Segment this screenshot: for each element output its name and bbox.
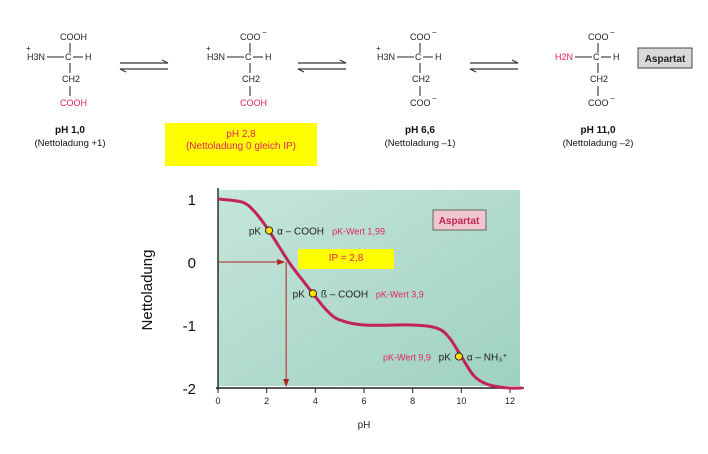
amino-group: H3N <box>27 52 45 62</box>
equilibrium-arrow <box>119 59 169 73</box>
top-carboxyl-group: COO <box>240 32 261 42</box>
alpha-carbon: C <box>593 52 600 62</box>
x-tick-label: 6 <box>361 396 366 406</box>
structure-ph-label: pH 11,0 <box>580 125 615 136</box>
equilibrium-arrow <box>297 59 347 73</box>
aspartat-badge-top: Aspartat <box>637 47 693 69</box>
pk-value-label: pK-Wert 3,9 <box>376 290 424 300</box>
amino-group: H2N <box>555 52 573 62</box>
structure-net-charge-label: (Nettoladung –1) <box>385 138 456 149</box>
pk-value-label: pK-Wert 1,99 <box>332 227 385 237</box>
charge-sign: + <box>206 44 211 53</box>
hydrogen: H <box>85 52 92 62</box>
y-tick-label: -1 <box>183 318 196 335</box>
y-tick-label: 0 <box>188 255 196 272</box>
top-carboxyl-group: COOH <box>60 32 87 42</box>
pk-group-label: α – COOH <box>277 227 324 238</box>
charge-sign: − <box>262 28 267 37</box>
ch2-group: CH2 <box>412 74 430 84</box>
ip-label: IP = 2,8 <box>328 253 364 264</box>
pk-group-label: α – NH₃⁺ <box>467 353 508 364</box>
charge-sign: − <box>432 94 437 103</box>
pk-label: pK <box>249 227 262 238</box>
structure-net-charge-label: (Nettoladung –2) <box>563 138 634 149</box>
pk-label: pK <box>293 290 306 301</box>
x-axis-label: pH <box>358 420 371 431</box>
structure-net-charge-label: (Nettoladung +1) <box>34 138 105 149</box>
amino-group: H3N <box>207 52 225 62</box>
pk-point-marker <box>265 226 274 235</box>
pk-point-marker <box>454 352 463 361</box>
ip-highlight-box: pH 2,8 (Nettoladung 0 gleich IP) <box>165 123 317 166</box>
structure-net-charge-label: (Nettoladung 0 gleich IP) <box>185 141 297 152</box>
alpha-carbon: C <box>245 52 252 62</box>
ch2-group: CH2 <box>242 74 260 84</box>
structure-ph-label: pH 6,6 <box>405 125 435 136</box>
pk-label: pK <box>439 353 452 364</box>
top-carboxyl-group: COO <box>410 32 431 42</box>
alpha-carbon: C <box>415 52 422 62</box>
pk-group-label: ß – COOH <box>321 290 368 301</box>
aspartat-badge-chart: Aspartat <box>432 209 487 231</box>
hydrogen: H <box>435 52 442 62</box>
equilibrium-arrow <box>469 59 519 73</box>
pk-point-marker <box>308 289 317 298</box>
structure-ph-label: pH 1,0 <box>55 125 85 136</box>
x-tick-label: 4 <box>313 396 318 406</box>
charge-sign: − <box>610 94 615 103</box>
structure-ph-label: pH 2,8 <box>226 129 256 140</box>
x-tick-label: 8 <box>410 396 415 406</box>
charge-sign: − <box>432 28 437 37</box>
charge-sign: + <box>376 44 381 53</box>
hydrogen: H <box>265 52 272 62</box>
charge-sign: − <box>610 28 615 37</box>
alpha-carbon: C <box>65 52 72 62</box>
amino-group: H3N <box>377 52 395 62</box>
y-axis-label: Nettoladung <box>139 250 156 331</box>
y-tick-label: 1 <box>188 192 196 209</box>
y-tick-label: -2 <box>183 381 196 398</box>
x-tick-label: 10 <box>456 396 466 406</box>
top-carboxyl-group: COO <box>588 32 609 42</box>
ch2-group: CH2 <box>62 74 80 84</box>
svg-text:Aspartat: Aspartat <box>439 216 480 227</box>
side-chain-carboxyl-group: COO <box>588 98 609 108</box>
x-tick-label: 12 <box>505 396 515 406</box>
x-tick-label: 0 <box>215 396 220 406</box>
hydrogen: H <box>613 52 620 62</box>
side-chain-carboxyl-group: COOH <box>60 98 87 108</box>
side-chain-carboxyl-group: COO <box>410 98 431 108</box>
ch2-group: CH2 <box>590 74 608 84</box>
svg-text:Aspartat: Aspartat <box>645 54 686 65</box>
charge-sign: + <box>26 44 31 53</box>
ip-label-box: IP = 2,8 <box>298 249 394 269</box>
x-tick-label: 2 <box>264 396 269 406</box>
pk-value-label: pK-Wert 9,9 <box>383 353 431 363</box>
side-chain-carboxyl-group: COOH <box>240 98 267 108</box>
